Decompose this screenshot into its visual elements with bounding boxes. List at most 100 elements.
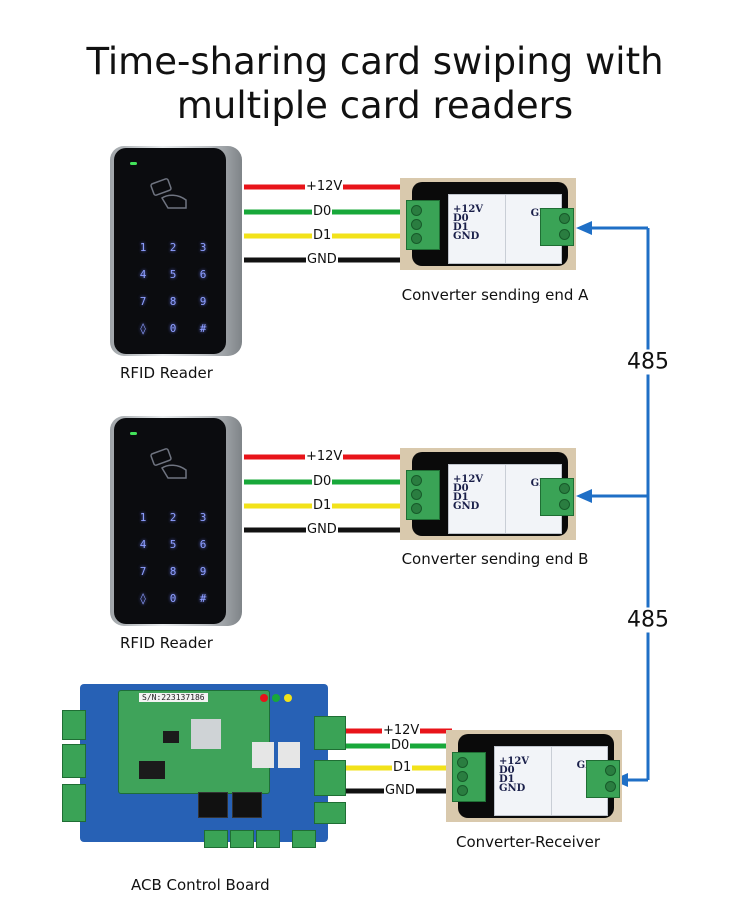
wire-label-gnd-c: GND bbox=[384, 783, 416, 798]
bus-label-bottom: 485 bbox=[623, 607, 673, 633]
key: 5 bbox=[169, 268, 177, 281]
label-receiver: Converter-Receiver bbox=[455, 833, 601, 851]
key: ◊ bbox=[139, 322, 147, 335]
key: 2 bbox=[169, 241, 177, 254]
board-chip bbox=[163, 731, 179, 743]
card-tap-icon bbox=[150, 178, 187, 209]
arrow-to-converter-a bbox=[576, 221, 592, 235]
rfid-reader-a: 1 2 3 4 5 6 7 8 9 ◊ 0 # bbox=[110, 146, 242, 356]
wire-label-d1-b: D1 bbox=[312, 498, 333, 513]
key: 0 bbox=[169, 322, 177, 335]
board-relay bbox=[198, 792, 228, 818]
key: 8 bbox=[169, 295, 177, 308]
wire-label-d1-c: D1 bbox=[392, 760, 413, 775]
board-regulator bbox=[252, 742, 274, 768]
board-processor bbox=[191, 719, 221, 749]
key: 4 bbox=[139, 538, 147, 551]
reader-keypad: 1 2 3 4 5 6 7 8 9 ◊ 0 # bbox=[128, 504, 218, 612]
terminal-block-left bbox=[406, 200, 440, 250]
bus-arrowheads bbox=[576, 221, 628, 787]
key: 6 bbox=[199, 538, 207, 551]
label-converter-a: Converter sending end A bbox=[401, 286, 589, 304]
terminal-block bbox=[292, 830, 316, 848]
rfid-reader-b: 1 2 3 4 5 6 7 8 9 ◊ 0 # bbox=[110, 416, 242, 626]
key: 6 bbox=[199, 268, 207, 281]
reader-b-wires bbox=[244, 454, 405, 533]
key: 7 bbox=[139, 565, 147, 578]
key: 2 bbox=[169, 511, 177, 524]
board-chip bbox=[139, 761, 165, 779]
key: 9 bbox=[199, 565, 207, 578]
reader-keypad: 1 2 3 4 5 6 7 8 9 ◊ 0 # bbox=[128, 234, 218, 342]
rs485-bus bbox=[590, 226, 650, 782]
status-led bbox=[130, 162, 137, 165]
key: 8 bbox=[169, 565, 177, 578]
key: 5 bbox=[169, 538, 177, 551]
terminal-block bbox=[204, 830, 228, 848]
acb-control-board: S/N:223137186 bbox=[62, 684, 346, 848]
bus-label-top: 485 bbox=[623, 349, 673, 375]
key: 0 bbox=[169, 592, 177, 605]
board-regulator bbox=[278, 742, 300, 768]
key: # bbox=[199, 592, 207, 605]
key: 1 bbox=[139, 241, 147, 254]
reader-face: 1 2 3 4 5 6 7 8 9 ◊ 0 # bbox=[114, 148, 226, 354]
panel-divider bbox=[505, 195, 506, 263]
wire-label-12v-c: +12V bbox=[382, 723, 421, 738]
terminal-block bbox=[256, 830, 280, 848]
terminal-block-left bbox=[406, 470, 440, 520]
key: 7 bbox=[139, 295, 147, 308]
key: 4 bbox=[139, 268, 147, 281]
converter-receiver: +12V D0 D1 GND GND B A bbox=[446, 730, 622, 822]
key: ◊ bbox=[139, 592, 147, 605]
label-reader-b: RFID Reader bbox=[120, 634, 213, 652]
converter-sending-end-a: +12V D0 D1 GND GND B A bbox=[400, 178, 576, 270]
terminal-block bbox=[62, 710, 86, 740]
panel-divider bbox=[551, 747, 552, 815]
wire-label-d1-a: D1 bbox=[312, 228, 333, 243]
wire-label-gnd-b: GND bbox=[306, 522, 338, 537]
terminal-block-right bbox=[586, 760, 620, 798]
diagram-title: Time-sharing card swiping with multiple … bbox=[0, 40, 750, 128]
wire-label-gnd-a: GND bbox=[306, 252, 338, 267]
panel-left-pins: +12V D0 D1 GND bbox=[453, 204, 484, 242]
terminal-block bbox=[230, 830, 254, 848]
reader-face: 1 2 3 4 5 6 7 8 9 ◊ 0 # bbox=[114, 418, 226, 624]
label-reader-a: RFID Reader bbox=[120, 364, 213, 382]
key: 1 bbox=[139, 511, 147, 524]
terminal-block bbox=[314, 716, 346, 750]
title-line-2: multiple card readers bbox=[176, 84, 574, 127]
wire-label-12v-b: +12V bbox=[305, 449, 344, 464]
wire-label-d0-c: D0 bbox=[390, 738, 411, 753]
key: 3 bbox=[199, 511, 207, 524]
board-relay bbox=[232, 792, 262, 818]
wire-label-d0-b: D0 bbox=[312, 474, 333, 489]
panel-left-pins: +12V D0 D1 GND bbox=[499, 756, 530, 794]
board-submodule: S/N:223137186 bbox=[118, 690, 270, 794]
panel-left-pins: +12V D0 D1 GND bbox=[453, 474, 484, 512]
wire-label-d0-a: D0 bbox=[312, 204, 333, 219]
arrow-to-converter-b bbox=[576, 489, 592, 503]
terminal-block bbox=[314, 802, 346, 824]
title-line-1: Time-sharing card swiping with bbox=[86, 40, 664, 83]
card-tap-icon bbox=[150, 448, 187, 479]
terminal-block-left bbox=[452, 752, 486, 802]
terminal-block-right bbox=[540, 478, 574, 516]
panel-divider bbox=[505, 465, 506, 533]
terminal-block bbox=[62, 744, 86, 778]
board-serial: S/N:223137186 bbox=[139, 693, 208, 702]
label-converter-b: Converter sending end B bbox=[401, 550, 589, 568]
terminal-block-right bbox=[540, 208, 574, 246]
terminal-block bbox=[314, 760, 346, 796]
board-pcb: S/N:223137186 bbox=[80, 684, 328, 842]
reader-a-wires bbox=[244, 184, 405, 263]
key: 9 bbox=[199, 295, 207, 308]
terminal-block bbox=[62, 784, 86, 822]
label-board: ACB Control Board bbox=[131, 876, 270, 894]
key: 3 bbox=[199, 241, 207, 254]
converter-sending-end-b: +12V D0 D1 GND GND B A bbox=[400, 448, 576, 540]
status-leds bbox=[260, 694, 300, 704]
status-led bbox=[130, 432, 137, 435]
key: # bbox=[199, 322, 207, 335]
wire-label-12v-a: +12V bbox=[305, 179, 344, 194]
